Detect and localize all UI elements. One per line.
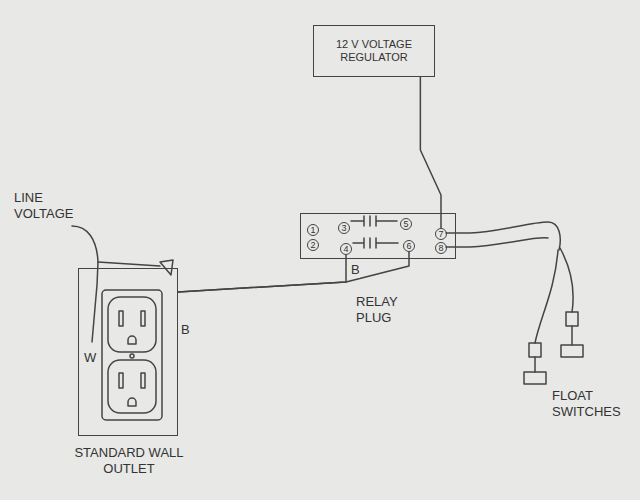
node-label: 12 V VOLTAGE REGULATOR: [322, 38, 426, 64]
terminal-number: 8: [438, 244, 443, 253]
float-cable: [446, 238, 548, 247]
float-cable: [446, 222, 560, 250]
relay-plug-box: RELAY PLUG12345678: [300, 213, 456, 259]
screw: [130, 354, 134, 358]
ground-hole: [128, 398, 136, 406]
ground-hole: [128, 336, 136, 344]
terminal-number: 1: [307, 224, 319, 236]
terminal-number: 3: [341, 224, 346, 233]
wire-letter: B: [181, 322, 190, 338]
float-switch: [529, 343, 541, 357]
terminal-number: 8: [435, 242, 447, 254]
float-switch: [524, 372, 546, 384]
wire: [178, 252, 409, 292]
wire-line: [420, 77, 441, 228]
float-switch-label: FLOAT SWITCHES: [552, 388, 636, 419]
receptacle: [108, 297, 156, 352]
wire-letter: W: [84, 350, 96, 366]
wire-letter: B: [351, 262, 360, 278]
terminal-number: 7: [438, 230, 443, 239]
float-switch: [566, 312, 578, 326]
contact-symbol: [353, 238, 398, 248]
float-cable: [560, 248, 573, 312]
slot: [141, 311, 145, 326]
terminal-number: 5: [400, 218, 412, 230]
float-switch: [561, 345, 583, 357]
terminal-number: 1: [310, 226, 315, 235]
terminal-number: 4: [343, 245, 348, 254]
terminal-number: 3: [338, 222, 350, 234]
node-label: STANDARD WALL OUTLET: [65, 445, 193, 476]
slot: [119, 373, 123, 388]
line-voltage-wire: [72, 226, 98, 342]
terminal-number: 2: [307, 239, 319, 251]
float-switch-stem: [534, 357, 536, 372]
terminal-number: 7: [435, 228, 447, 240]
regulator-box: 12 V VOLTAGE REGULATOR: [313, 25, 435, 77]
line-voltage-label: LINE VOLTAGE: [14, 190, 78, 221]
slot: [141, 373, 145, 388]
line-voltage-branch: [98, 262, 160, 266]
terminal-number: 6: [403, 240, 415, 252]
terminal-number: 6: [406, 242, 411, 251]
outlet-plate: [102, 290, 162, 420]
node-label: RELAY PLUG: [356, 294, 416, 325]
terminal-number: 4: [340, 243, 352, 255]
terminal-number: 5: [403, 220, 408, 229]
float-cable: [535, 250, 558, 343]
slot: [119, 311, 123, 326]
terminal-number: 2: [310, 241, 315, 250]
contact-symbol: [351, 216, 397, 226]
receptacle: [108, 360, 156, 413]
float-switch-stem: [571, 326, 573, 345]
wire: [420, 77, 441, 228]
wire-line: [178, 252, 409, 292]
